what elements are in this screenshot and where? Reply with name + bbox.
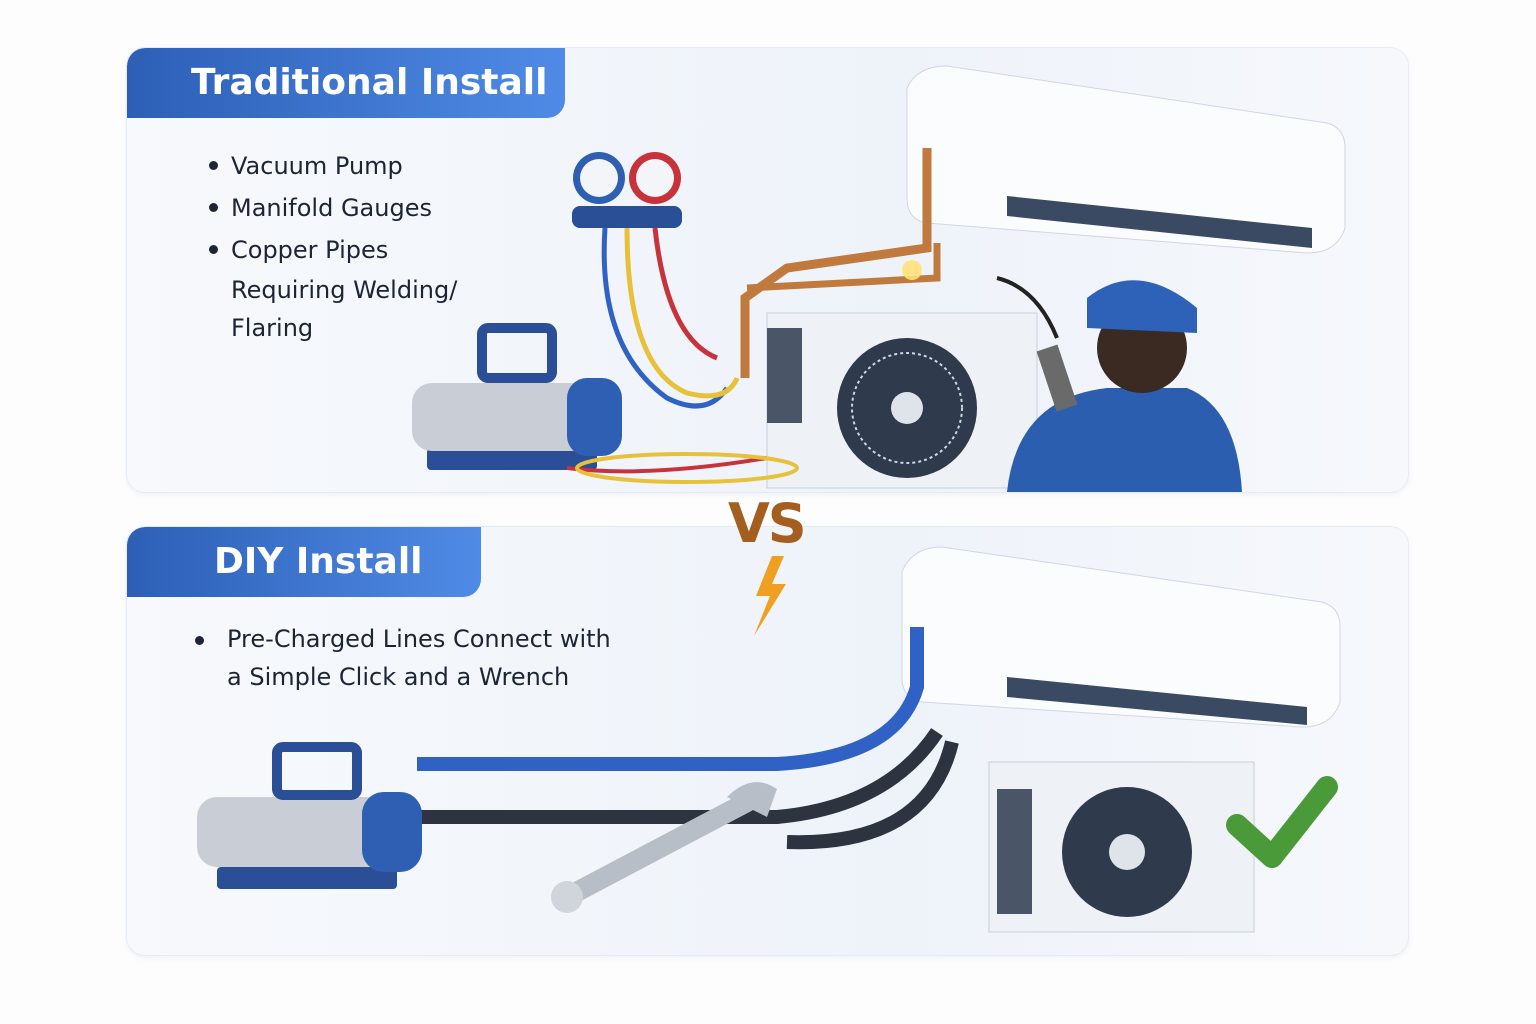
- list-item: Copper Pipes: [209, 229, 457, 271]
- traditional-illustration: [412, 65, 1346, 492]
- traditional-install-title: Traditional Install: [127, 48, 565, 118]
- outdoor-ac-unit: [766, 312, 1038, 489]
- technician: [996, 276, 1242, 492]
- vacuum-pump: [197, 742, 422, 889]
- list-item: Vacuum Pump: [209, 145, 457, 187]
- list-item: Manifold Gauges: [209, 187, 457, 229]
- vacuum-pump: [412, 323, 799, 484]
- diy-benefits-list: Pre-Charged Lines Connect with a Simple …: [195, 620, 611, 696]
- outdoor-ac-unit: [988, 761, 1255, 933]
- traditional-install-panel: Traditional Install Vacuum Pump Manifold…: [127, 48, 1408, 492]
- indoor-ac-unit: [906, 65, 1346, 254]
- list-item-continuation: Flaring: [231, 314, 314, 342]
- diy-install-panel: DIY Install Pre-Charged Lines Connect wi…: [127, 527, 1408, 955]
- traditional-requirements-list: Vacuum Pump Manifold Gauges Copper Pipes…: [209, 145, 457, 347]
- diy-illustration: [197, 546, 1341, 933]
- list-item-continuation: a Simple Click and a Wrench: [227, 663, 570, 691]
- indoor-ac-unit: [901, 546, 1341, 728]
- lightning-bolt-icon: [754, 556, 786, 636]
- list-item-continuation: Requiring Welding/: [231, 276, 458, 304]
- checkmark-icon: [1226, 776, 1338, 868]
- manifold-gauges: [572, 152, 740, 409]
- list-item: Pre-Charged Lines Connect with: [195, 620, 611, 658]
- wrench: [551, 782, 777, 913]
- diy-install-title: DIY Install: [127, 527, 481, 597]
- vs-label: VS: [728, 492, 807, 555]
